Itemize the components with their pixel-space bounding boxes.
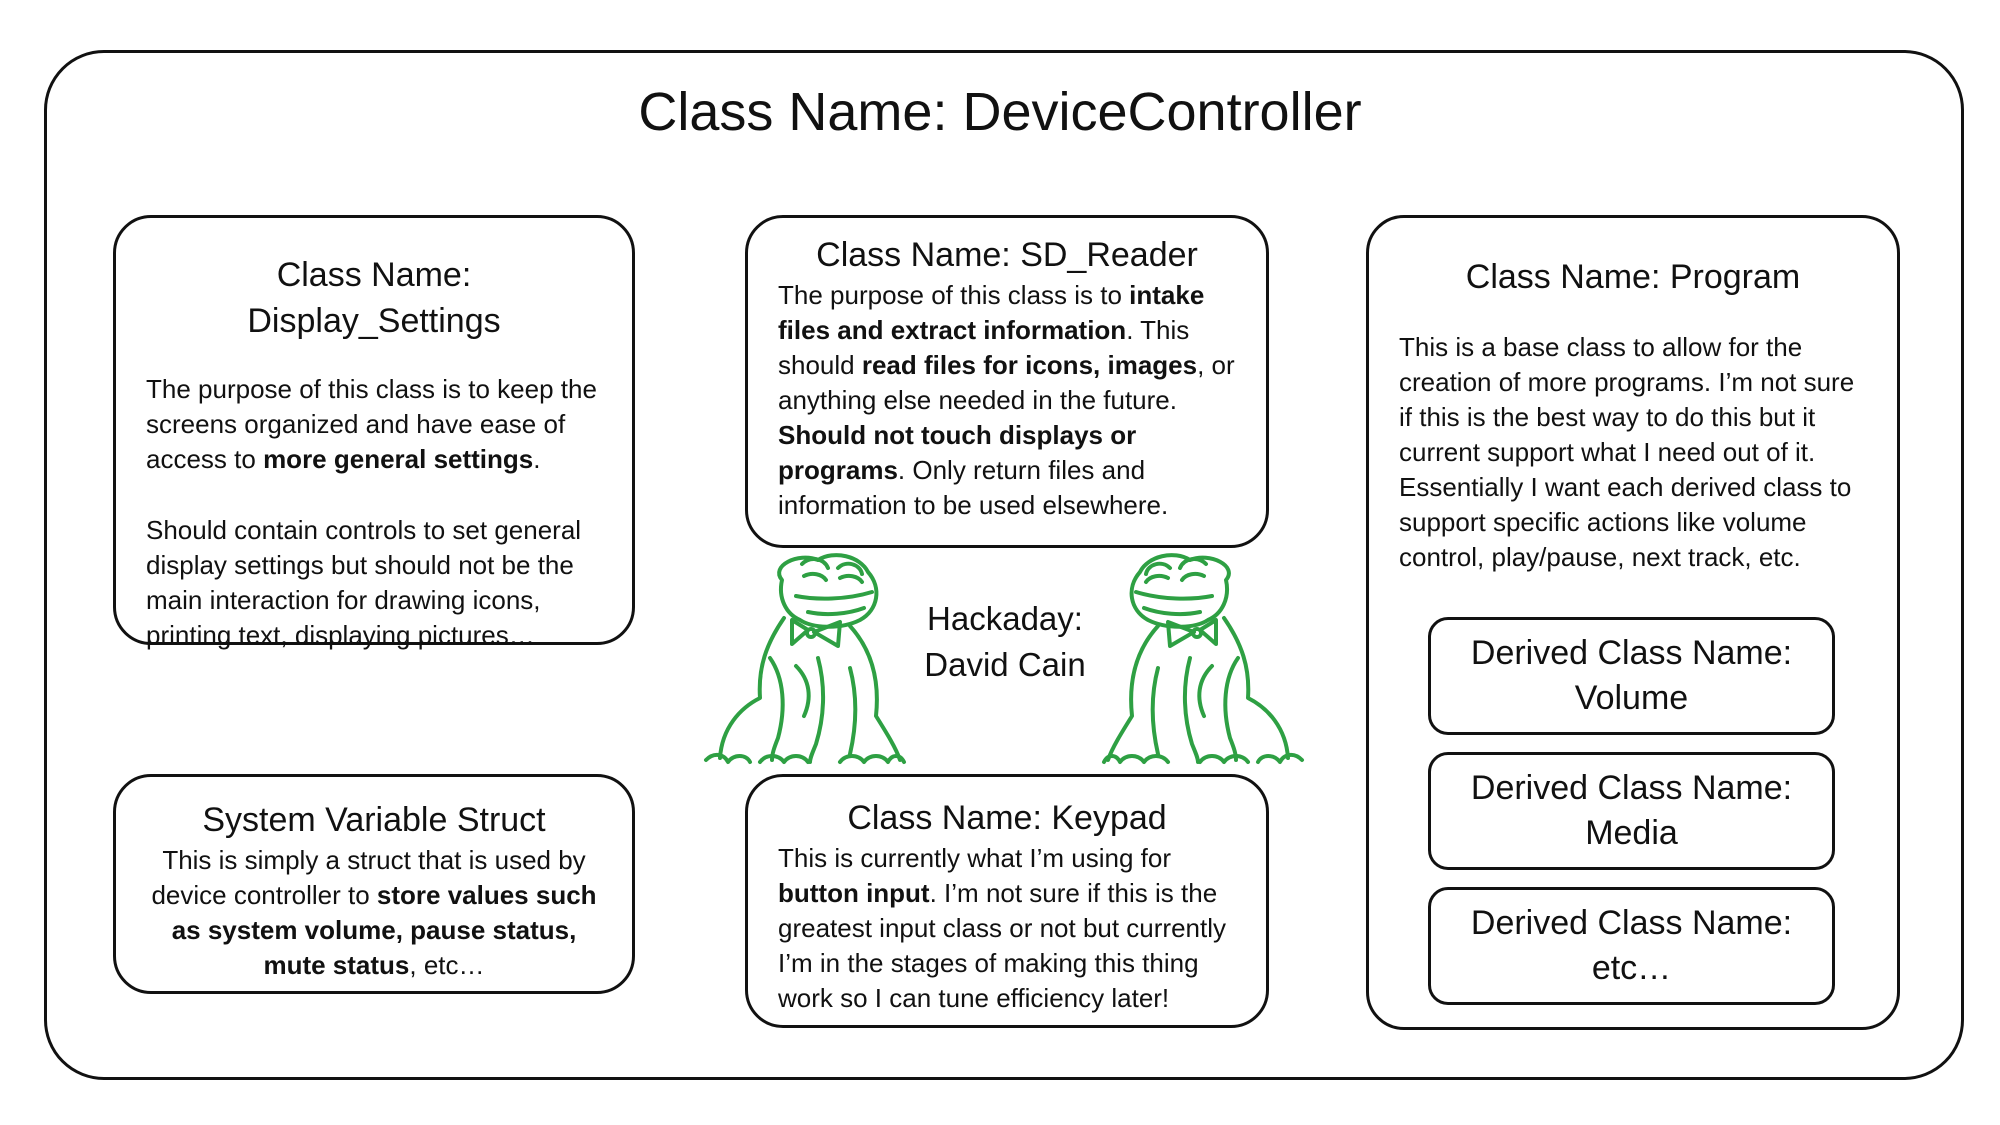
bold-text: intake files and extract information xyxy=(778,280,1205,345)
bold-text: Should not touch displays or programs xyxy=(778,420,1137,485)
bold-text: store values such as system volume, paus… xyxy=(171,880,597,980)
card-paragraph: This is a base class to allow for the cr… xyxy=(1399,332,1855,467)
card-paragraph: The purpose of this class is to keep the… xyxy=(146,372,602,477)
card-body: The purpose of this class is to intake f… xyxy=(778,278,1236,523)
derived-name: Media xyxy=(1585,814,1678,852)
bold-text: more general settings xyxy=(263,444,534,474)
system-variable-struct-card: System Variable Struct This is simply a … xyxy=(113,774,635,994)
derived-class-etc: Derived Class Name: etc… xyxy=(1428,887,1835,1005)
bold-text: read files for icons, images xyxy=(861,350,1198,380)
card-body: The purpose of this class is to keep the… xyxy=(146,372,602,653)
card-title: Class Name: Keypad xyxy=(847,799,1167,837)
card-title: System Variable Struct xyxy=(202,801,546,839)
text: This is currently what I’m using for xyxy=(778,843,1172,873)
text: . xyxy=(533,444,541,474)
card-body: This is currently what I’m using for but… xyxy=(778,841,1236,1016)
text: . This should xyxy=(778,315,1190,380)
keypad-card: Class Name: Keypad This is currently wha… xyxy=(745,774,1269,1028)
card-title: Class Name: Display_Settings xyxy=(247,256,501,340)
card-paragraph: Should contain controls to set general d… xyxy=(146,515,582,650)
display-settings-card: Class Name: Display_Settings The purpose… xyxy=(113,215,635,650)
derived-name: etc… xyxy=(1591,949,1672,987)
text: The purpose of this class is to keep the… xyxy=(146,374,597,474)
card-title: Class Name: SD_Reader xyxy=(816,236,1198,274)
page-title: Class Name: DeviceController xyxy=(638,82,1362,142)
hackaday-frog-icon xyxy=(704,553,906,764)
credit-text: Hackaday: David Cain xyxy=(880,596,1130,688)
text: , etc… xyxy=(409,950,485,980)
hackaday-frog-icon xyxy=(1102,553,1304,764)
credit-line: Hackaday: xyxy=(927,600,1083,637)
card-paragraph: Essentially I want each derived class to… xyxy=(1399,472,1852,572)
text: This is simply a struct that is used by … xyxy=(151,845,586,910)
card-title: Class Name: Program xyxy=(1465,258,1801,296)
derived-label: Derived Class Name: xyxy=(1470,904,1793,942)
bold-text: button input xyxy=(778,878,930,908)
derived-class-media: Derived Class Name: Media xyxy=(1428,752,1835,870)
derived-class-volume: Derived Class Name: Volume xyxy=(1428,617,1835,735)
sd-reader-card: Class Name: SD_Reader The purpose of thi… xyxy=(745,215,1269,548)
credit-line: David Cain xyxy=(924,646,1086,683)
text: . I’m not sure if this is the greatest i… xyxy=(778,878,1227,1013)
derived-label: Derived Class Name: xyxy=(1470,769,1793,807)
derived-label: Derived Class Name: xyxy=(1470,634,1793,672)
derived-name: Volume xyxy=(1574,679,1689,717)
card-body: This is simply a struct that is used by … xyxy=(146,843,602,983)
text: . Only return files and information to b… xyxy=(778,455,1169,520)
card-body: This is a base class to allow for the cr… xyxy=(1399,330,1867,575)
text: , or anything else needed in the future. xyxy=(778,350,1235,415)
text: The purpose of this class is to xyxy=(778,280,1130,310)
